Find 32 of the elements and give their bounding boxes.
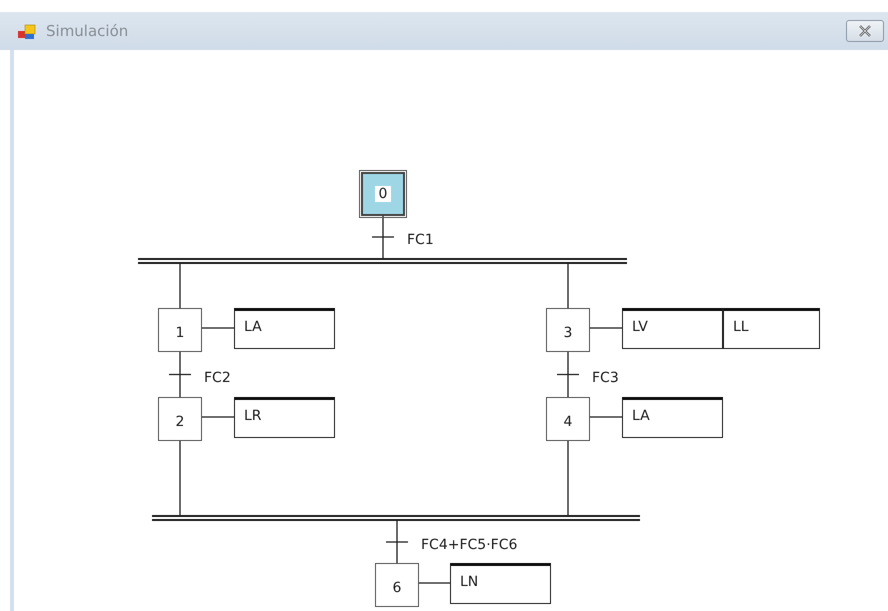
connector-line — [179, 352, 181, 397]
transition-condition: FC3 — [592, 370, 619, 386]
step-box: 4 — [546, 397, 590, 441]
connector-line — [567, 264, 569, 308]
action-box: LV — [622, 308, 723, 349]
parallel-bar — [152, 515, 640, 521]
window-title: Simulación — [46, 22, 128, 40]
connector-line — [396, 521, 398, 563]
step-box: 3 — [546, 308, 590, 352]
connector-line — [202, 416, 234, 418]
action-box: LA — [622, 397, 723, 438]
action-box: LR — [234, 397, 335, 438]
step-box: 1 — [158, 308, 202, 352]
connector-line — [567, 352, 569, 397]
transition-condition: FC1 — [407, 232, 434, 248]
connector-line — [567, 441, 569, 515]
transition-condition: FC4+FC5·FC6 — [421, 537, 518, 553]
connector-line — [419, 582, 450, 584]
parallel-bar — [138, 258, 627, 264]
step-box: 6 — [375, 563, 419, 607]
initial-step-box: 0 — [361, 172, 405, 216]
connector-line — [179, 264, 181, 308]
action-box: LL — [723, 308, 820, 349]
action-box: LA — [234, 308, 335, 349]
connector-line — [382, 216, 384, 258]
connector-line — [202, 327, 234, 329]
connector-line — [590, 416, 622, 418]
step-box: 2 — [158, 397, 202, 441]
action-box: LN — [450, 563, 551, 604]
connector-line — [590, 327, 622, 329]
transition-condition: FC2 — [204, 370, 231, 386]
connector-line — [179, 441, 181, 515]
